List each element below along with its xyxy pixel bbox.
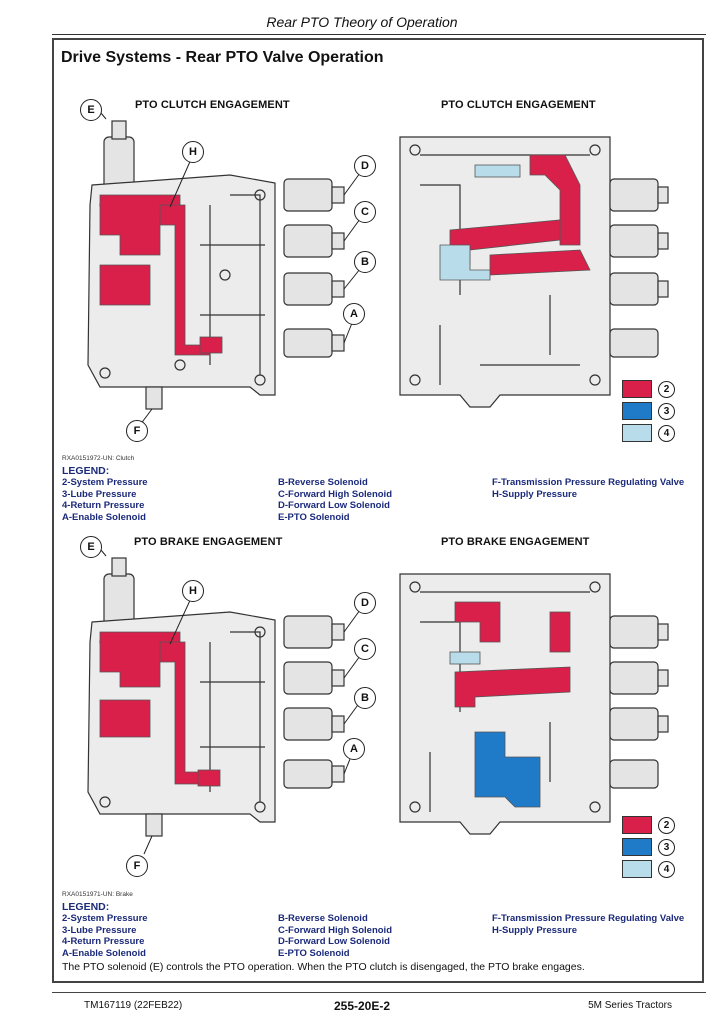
callout-e-top: E	[80, 99, 102, 121]
callout-f-bottom: F	[126, 855, 148, 877]
legend-item: F-Transmission Pressure Regulating Valve	[492, 913, 685, 924]
key-number: 4	[658, 424, 675, 442]
callout-c-bottom: C	[354, 638, 376, 660]
legend-item: H-Supply Pressure	[492, 488, 577, 500]
bottom-left-panel-title: PTO BRAKE ENGAGEMENT	[134, 536, 283, 548]
legend-col2-bottom: B-Reverse Solenoid C-Forward High Soleno…	[278, 913, 392, 959]
legend-item: 3-Lube Pressure	[62, 924, 137, 936]
key-number: 2	[658, 380, 675, 398]
callout-h-top: H	[182, 141, 204, 163]
legend-col1-bottom: 2-System Pressure 3-Lube Pressure 4-Retu…	[62, 913, 148, 959]
legend-item: B-Reverse Solenoid	[278, 477, 368, 488]
swatch-lube-pressure	[622, 838, 652, 856]
legend-item: A-Enable Solenoid	[62, 511, 146, 523]
bottom-right-panel-title: PTO BRAKE ENGAGEMENT	[441, 536, 590, 548]
top-right-valve-diagram	[380, 95, 680, 455]
footer-page-number: 255-20E-2	[333, 999, 391, 1013]
page-header: Rear PTO Theory of Operation	[266, 14, 458, 30]
callout-c-top: C	[354, 201, 376, 223]
key-row-lube-bottom: 3	[622, 838, 675, 856]
legend-item: E-PTO Solenoid	[278, 511, 350, 523]
legend-item: 2-System Pressure	[62, 913, 148, 924]
legend-col2-top: B-Reverse Solenoid C-Forward High Soleno…	[278, 477, 392, 523]
legend-item: 4-Return Pressure	[62, 500, 145, 511]
callout-d-bottom: D	[354, 592, 376, 614]
footer-rule	[52, 992, 706, 993]
section-title: Drive Systems - Rear PTO Valve Operation	[61, 49, 384, 66]
header-rule	[52, 34, 706, 35]
legend-item: F-Transmission Pressure Regulating Valve	[492, 477, 685, 488]
key-number: 3	[658, 402, 675, 420]
callout-b-bottom: B	[354, 687, 376, 709]
legend-item: C-Forward High Solenoid	[278, 924, 392, 936]
swatch-lube-pressure	[622, 402, 652, 420]
bottom-left-valve-diagram	[60, 532, 370, 892]
key-number: 4	[658, 860, 675, 878]
swatch-return-pressure	[622, 424, 652, 442]
content-frame	[52, 38, 704, 983]
callout-b-top: B	[354, 251, 376, 273]
figure-id-bottom: RXA0151971-UN: Brake	[62, 891, 133, 898]
legend-col3-bottom: F-Transmission Pressure Regulating Valve…	[492, 913, 684, 936]
legend-item: C-Forward High Solenoid	[278, 488, 392, 500]
top-right-panel-title: PTO CLUTCH ENGAGEMENT	[441, 99, 596, 111]
legend-item: H-Supply Pressure	[492, 924, 577, 936]
swatch-system-pressure	[622, 380, 652, 398]
legend-item: 3-Lube Pressure	[62, 488, 137, 500]
key-row-lube-top: 3	[622, 402, 675, 420]
callout-a-top: A	[343, 303, 365, 325]
operation-note: The PTO solenoid (E) controls the PTO op…	[62, 961, 585, 973]
key-row-return-bottom: 4	[622, 860, 675, 878]
callout-e-bottom: E	[80, 536, 102, 558]
key-row-system-bottom: 2	[622, 816, 675, 834]
key-row-system-top: 2	[622, 380, 675, 398]
legend-title-bottom: LEGEND:	[62, 901, 110, 913]
footer-product-name: 5M Series Tractors	[588, 1000, 672, 1011]
callout-d-top: D	[354, 155, 376, 177]
footer-document-id: TM167119 (22FEB22)	[84, 1000, 183, 1011]
legend-item: D-Forward Low Solenoid	[278, 500, 390, 511]
callout-h-bottom: H	[182, 580, 204, 602]
legend-col1-top: 2-System Pressure 3-Lube Pressure 4-Retu…	[62, 477, 148, 523]
key-number: 3	[658, 838, 675, 856]
swatch-system-pressure	[622, 816, 652, 834]
top-left-panel-title: PTO CLUTCH ENGAGEMENT	[135, 99, 290, 111]
figure-id-top: RXA0151972-UN: Clutch	[62, 455, 135, 462]
swatch-return-pressure	[622, 860, 652, 878]
legend-col3-top: F-Transmission Pressure Regulating Valve…	[492, 477, 684, 500]
legend-item: 4-Return Pressure	[62, 936, 145, 947]
legend-item: D-Forward Low Solenoid	[278, 936, 390, 947]
legend-item: E-PTO Solenoid	[278, 947, 350, 959]
key-number: 2	[658, 816, 675, 834]
legend-item: B-Reverse Solenoid	[278, 913, 368, 924]
bottom-right-valve-diagram	[380, 532, 680, 892]
legend-title-top: LEGEND:	[62, 465, 110, 477]
legend-item: A-Enable Solenoid	[62, 947, 146, 959]
callout-f-top: F	[126, 420, 148, 442]
key-row-return-top: 4	[622, 424, 675, 442]
legend-item: 2-System Pressure	[62, 477, 148, 488]
top-left-valve-diagram	[60, 95, 370, 455]
callout-a-bottom: A	[343, 738, 365, 760]
